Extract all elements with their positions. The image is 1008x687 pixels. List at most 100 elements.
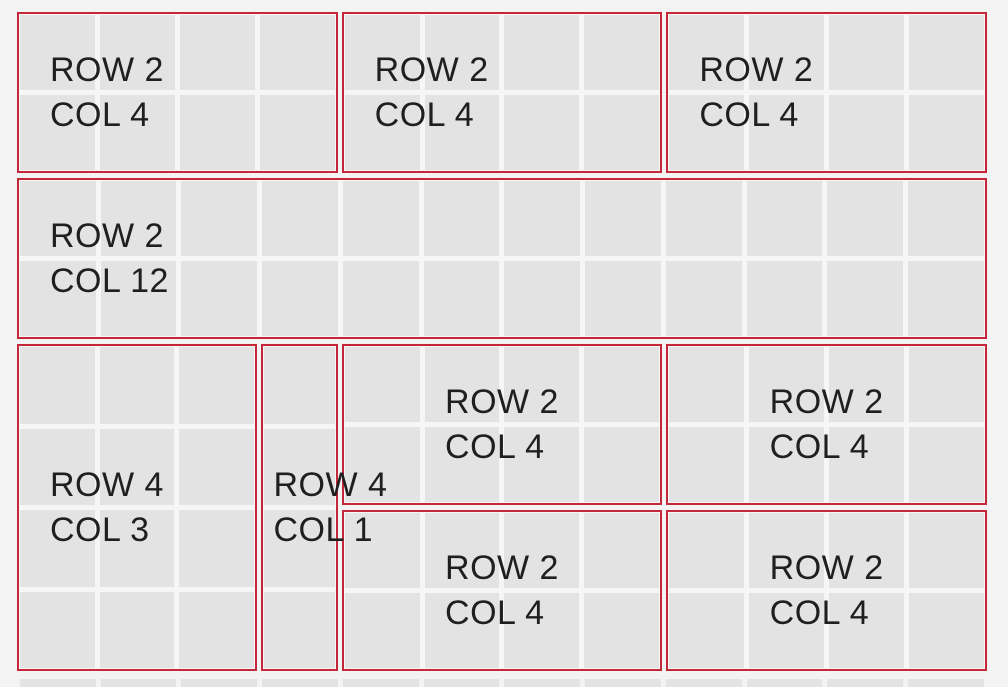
- grid-cell: [263, 591, 335, 668]
- grid-cell: [504, 15, 580, 90]
- grid-cell: [179, 591, 254, 668]
- grid-cell: [179, 347, 254, 424]
- grid-cell: [829, 95, 905, 170]
- grid-cell: [585, 181, 661, 256]
- grid-cells: [344, 347, 660, 502]
- grid-cell: [584, 347, 660, 422]
- label-line-col: COL 4: [699, 95, 799, 134]
- grid-cell: [829, 15, 905, 90]
- grid-cell: [262, 261, 338, 336]
- grid-cell: [423, 679, 500, 687]
- grid-item-label: ROW 2 COL 4: [668, 14, 985, 171]
- grid-item-label: ROW 2 COL 4: [344, 346, 661, 503]
- grid-cell: [342, 679, 419, 687]
- grid-cell: [99, 510, 174, 587]
- grid-cell: [827, 679, 904, 687]
- grid-cells: [263, 347, 335, 668]
- grid-cell: [423, 181, 500, 256]
- grid-cell: [829, 513, 905, 588]
- grid-cell: [829, 593, 905, 668]
- label-line-row: ROW 2: [445, 382, 559, 421]
- label-line-col: COL 3: [50, 510, 150, 549]
- grid-cell: [344, 593, 420, 668]
- grid-cell: [584, 427, 660, 502]
- grid-cell: [585, 261, 661, 336]
- grid-cell: [909, 347, 984, 422]
- grid-cell: [909, 427, 984, 502]
- grid-item-row4-col1: ROW 4 COL 1: [260, 344, 388, 671]
- grid-cells: [20, 15, 335, 170]
- label-line-row: ROW 2: [445, 548, 559, 587]
- grid-item-row2-col4-nested-bottom-left: ROW 2 COL 4: [341, 510, 663, 671]
- grid-cell: [749, 347, 825, 422]
- grid-cell: [20, 510, 95, 587]
- label-line-col: COL 1: [273, 510, 374, 549]
- grid-item-row2-col4-top-left: ROW 2 COL 4: [17, 12, 338, 173]
- grid-cell: [746, 679, 823, 687]
- grid-cell: [263, 347, 335, 424]
- label-line-row: ROW 2: [374, 50, 489, 89]
- grid-cell: [263, 428, 335, 505]
- label-line-col: COL 4: [769, 593, 870, 632]
- grid-cell: [181, 181, 258, 256]
- grid-cell: [344, 347, 420, 422]
- grid-cell: [262, 181, 338, 256]
- grid-cell: [262, 679, 338, 687]
- grid-cells: [669, 513, 984, 668]
- grid-cell: [829, 427, 905, 502]
- grid-cell: [181, 261, 258, 336]
- grid-item-label: ROW 2 COL 4: [344, 512, 661, 669]
- grid-cell: [263, 510, 335, 587]
- grid-cell: [749, 593, 825, 668]
- grid-item-row2-col4-nested-top-left: ROW 2 COL 4: [341, 344, 663, 505]
- grid-cells: [20, 181, 984, 336]
- grid-cells: [20, 347, 254, 668]
- grid-cell: [669, 95, 745, 170]
- label-line-col: COL 4: [769, 427, 870, 466]
- grid-cell: [259, 15, 335, 90]
- label-line-col: COL 4: [50, 95, 150, 134]
- grid-cell: [504, 679, 581, 687]
- grid-cell: [504, 593, 580, 668]
- grid-cell: [504, 181, 581, 256]
- grid-cell: [99, 347, 174, 424]
- grid-cell: [504, 513, 580, 588]
- grid-cell: [746, 181, 823, 256]
- grid-cell: [344, 15, 420, 90]
- grid-cell: [665, 261, 742, 336]
- label-line-row: ROW 2: [50, 50, 164, 89]
- grid-cell: [669, 347, 745, 422]
- grid-cell: [504, 95, 580, 170]
- grid-cell: [504, 347, 580, 422]
- grid-item-label: ROW 2 COL 4: [668, 512, 985, 669]
- grid-cell: [259, 95, 335, 170]
- grid-cell: [504, 427, 580, 502]
- grid-item-row4-col3: ROW 4 COL 3: [17, 344, 257, 671]
- grid-cell: [179, 95, 255, 170]
- grid-cell: [344, 513, 420, 588]
- grid-cell: [669, 15, 745, 90]
- label-line-row: ROW 4: [273, 465, 388, 504]
- grid-cell: [99, 428, 174, 505]
- grid-cell: [20, 181, 96, 256]
- grid-cell: [665, 679, 742, 687]
- grid-cell: [424, 95, 500, 170]
- grid-cell: [181, 679, 258, 687]
- grid-cell: [20, 428, 95, 505]
- grid-cell: [908, 181, 984, 256]
- grid-cell: [584, 593, 660, 668]
- grid-cell: [179, 428, 254, 505]
- grid-item-label: ROW 2 COL 4: [668, 346, 985, 503]
- grid-cell: [827, 181, 904, 256]
- grid-background-row-partial: [17, 676, 987, 687]
- grid-item-label: ROW 2 COL 4: [19, 14, 336, 171]
- grid-cell: [504, 261, 581, 336]
- grid-cell: [342, 261, 419, 336]
- grid-item-row2-col12: ROW 2 COL 12: [17, 178, 987, 339]
- grid-item-row2-col4-top-right: ROW 2 COL 4: [666, 12, 987, 173]
- grid-cell: [424, 347, 500, 422]
- grid-cell: [749, 513, 825, 588]
- label-line-col: COL 4: [374, 95, 475, 134]
- grid-cell: [749, 15, 825, 90]
- grid-cell: [584, 513, 660, 588]
